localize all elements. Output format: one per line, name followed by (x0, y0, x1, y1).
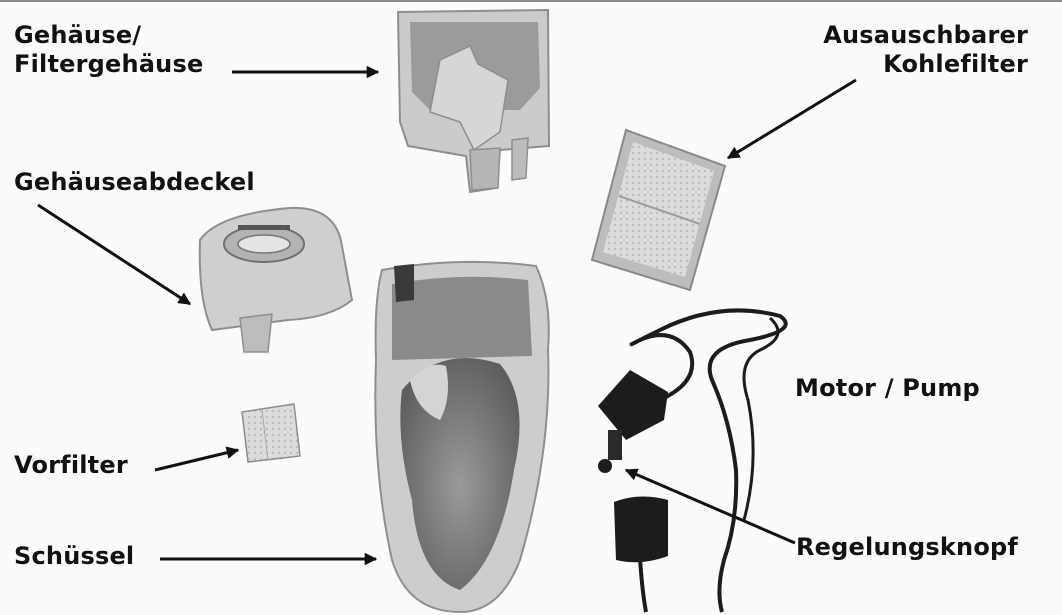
filter-housing (396, 8, 551, 194)
arrow-housing-cover (37, 203, 192, 306)
label-control-knob: Regelungsknopf (796, 533, 1019, 561)
label-carbon-filter-line2: Kohlefilter (883, 50, 1028, 78)
prefilter (241, 403, 301, 463)
label-housing: Gehäuse/ Filtergehäuse (14, 21, 203, 79)
label-housing-line1: Gehäuse/ (14, 21, 142, 49)
arrows (37, 65, 857, 566)
carbon-filter (590, 128, 727, 292)
label-bowl: Schüssel (14, 542, 135, 570)
label-motor-pump: Motor / Pump (795, 374, 980, 402)
arrow-control-knob (624, 468, 796, 545)
label-carbon-filter-line1: Ausauschbarer (823, 21, 1028, 49)
label-prefilter: Vorfilter (14, 451, 128, 479)
label-housing-line2: Filtergehäuse (14, 50, 204, 78)
top-border (0, 0, 1062, 2)
housing-cover (198, 206, 354, 353)
power-adapter (614, 496, 668, 613)
arrow-prefilter (154, 446, 240, 472)
motor-pump (598, 308, 788, 613)
bowl (374, 260, 550, 614)
label-housing-cover: Gehäuseabdeckel (14, 168, 255, 196)
arrow-carbon-filter (726, 78, 857, 160)
label-carbon-filter: Ausauschbarer Kohlefilter (823, 21, 1028, 79)
